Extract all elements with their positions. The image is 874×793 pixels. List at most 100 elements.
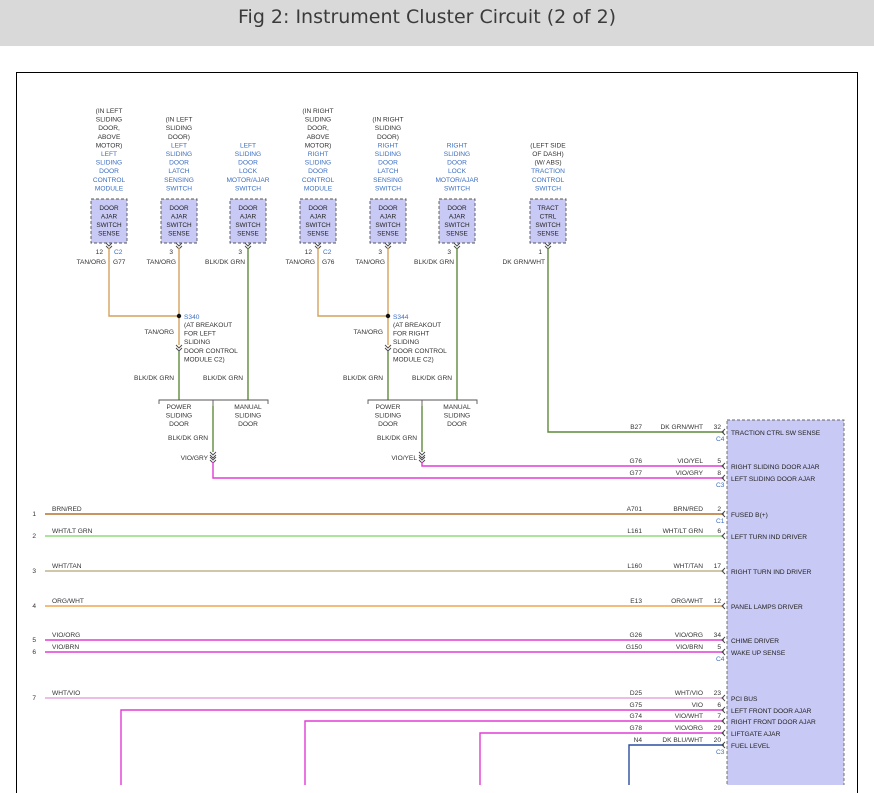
cluster-pin-connector (721, 729, 726, 737)
switch-name-label: SLIDING (166, 151, 192, 158)
cluster-wire-color: VIO/GRY (181, 455, 209, 462)
switch-box-label: SWITCH (535, 222, 561, 229)
switch-box-label: SWITCH (444, 222, 470, 229)
switch-connector (544, 242, 552, 247)
switch-wire-color: TAN/ORG (146, 259, 176, 266)
offpage-ref-number: 6 (32, 649, 36, 656)
switch-box-label: SENSE (537, 231, 559, 238)
switch-name-label: DOOR (169, 160, 189, 167)
cluster-pin-number: 6 (717, 528, 721, 535)
switch-name-label: MOTOR/AJAR (226, 177, 269, 184)
switch-name-label: LEFT (240, 142, 256, 149)
cluster-wire-color: BRN/RED (673, 506, 703, 513)
switch-name-label: DOOR (378, 160, 398, 167)
offpage-ref-number: 1 (32, 511, 36, 518)
cluster-wire-color: DK BLU/WHT (662, 737, 703, 744)
inline-connector (209, 451, 217, 456)
switch-circuit-code: G77 (113, 259, 126, 266)
cluster-circuit-code: G75 (630, 702, 643, 709)
switch-box-label: DOOR (99, 205, 119, 212)
switch-box-label: SENSE (168, 231, 190, 238)
splice-note: SLIDING (184, 339, 210, 346)
splice-wire-out: BLK/DK GRN (343, 375, 383, 382)
switch-name-label: SWITCH (235, 185, 261, 192)
cluster-wire-color: WHT/LT GRN (663, 528, 704, 535)
switch-location-label: MOTOR) (96, 142, 123, 149)
wire-tan-org (317, 248, 388, 317)
cluster-wire-color: VIO/ORG (675, 725, 703, 732)
switch-name-label: MODULE (304, 185, 333, 192)
cluster-pin-number: 23 (714, 690, 722, 697)
cluster-circuit-code: A701 (627, 506, 643, 513)
cluster-pin-connector (721, 462, 726, 470)
switch-location-label: (IN LEFT (166, 117, 193, 124)
splice-note: DOOR CONTROL (393, 348, 447, 355)
switch-location-label: SLIDING (305, 117, 331, 124)
cluster-circuit-code: D25 (630, 690, 642, 697)
option-power-label: POWER (376, 404, 401, 411)
offpage-wire-color: VIO/ORG (52, 632, 80, 639)
cluster-connector-ref: C1 (716, 518, 725, 525)
offpage-wire-color: BRN/RED (52, 506, 82, 513)
switch-location-label: DOOR, (307, 125, 329, 132)
cluster-pin-connector (721, 741, 726, 749)
switch-box (229, 198, 267, 244)
switch-name-label: MODULE (95, 185, 124, 192)
switch-name-label: SWITCH (166, 185, 192, 192)
splice-note: FOR LEFT (184, 331, 216, 338)
switch-box-label: SWITCH (305, 222, 331, 229)
figure-title: Fig 2: Instrument Cluster Circuit (2 of … (238, 6, 617, 28)
switch-name-label: LOCK (239, 168, 258, 175)
cluster-wire-color: WHT/TAN (673, 563, 703, 570)
cluster-pin-connector (721, 636, 726, 644)
option-power-label: POWER (167, 404, 192, 411)
splice-note: (AT BREAKOUT (184, 322, 232, 329)
switch-name-label: DOOR (308, 168, 328, 175)
cluster-pin-function: RIGHT FRONT DOOR AJAR (731, 719, 816, 726)
offpage-ref-number: 4 (32, 603, 36, 610)
inline-connector (209, 456, 217, 461)
switch-location-label: DOOR) (168, 134, 190, 141)
switch-wire-color: TAN/ORG (76, 259, 106, 266)
switch-name-label: RIGHT (447, 142, 468, 149)
switch-location-label: SLIDING (96, 117, 122, 124)
cluster-circuit-code: G77 (630, 470, 643, 477)
option-bracket (367, 399, 478, 404)
cluster-pin-function: LEFT FRONT DOOR AJAR (731, 708, 812, 715)
switch-location-label: MOTOR) (305, 142, 332, 149)
switch-box-label: SENSE (307, 231, 329, 238)
cluster-pin-function: FUSED B(+) (731, 512, 768, 519)
manual-wire: BLK/DK GRN (203, 375, 243, 382)
switch-wire-color: DK GRN/WHT (503, 259, 546, 266)
splice-note: (AT BREAKOUT (393, 322, 441, 329)
cluster-pin-number: 12 (714, 598, 722, 605)
cluster-pin-connector (721, 602, 726, 610)
cluster-pin-function: CHIME DRIVER (731, 638, 779, 645)
switch-name-label: LATCH (168, 168, 189, 175)
cluster-circuit-code: L161 (627, 528, 642, 535)
splice-wire-in: TAN/ORG (353, 329, 383, 336)
switch-name-label: CONTROL (532, 177, 565, 184)
switch-location-label: SLIDING (375, 125, 401, 132)
cluster-connector-ref: C3 (716, 482, 725, 489)
splice-note: MODULE C2) (184, 356, 225, 363)
cluster-pin-number: 5 (717, 644, 721, 651)
option-power-label: DOOR (378, 421, 398, 428)
splice-dot (385, 313, 391, 319)
cluster-circuit-code: B27 (630, 424, 642, 431)
cluster-connector-ref: C3 (716, 749, 725, 756)
option-manual-label: DOOR (238, 421, 258, 428)
wire-vio-yel (421, 462, 724, 467)
switch-name-label: LATCH (377, 168, 398, 175)
switch-box-label: SENSE (98, 231, 120, 238)
cluster-connector-ref: C4 (716, 656, 725, 663)
cluster-pin-number: 7 (717, 713, 721, 720)
cluster-pin-number: 5 (717, 458, 721, 465)
cluster-circuit-code: G150 (626, 644, 642, 651)
cluster-pin-number: 6 (717, 702, 721, 709)
cluster-pin-connector (721, 706, 726, 714)
option-manual-label: SLIDING (444, 413, 470, 420)
offpage-wire-color: WHT/VIO (52, 690, 80, 697)
cluster-circuit-code: G26 (630, 632, 643, 639)
switch-pin-number: 3 (238, 249, 242, 256)
